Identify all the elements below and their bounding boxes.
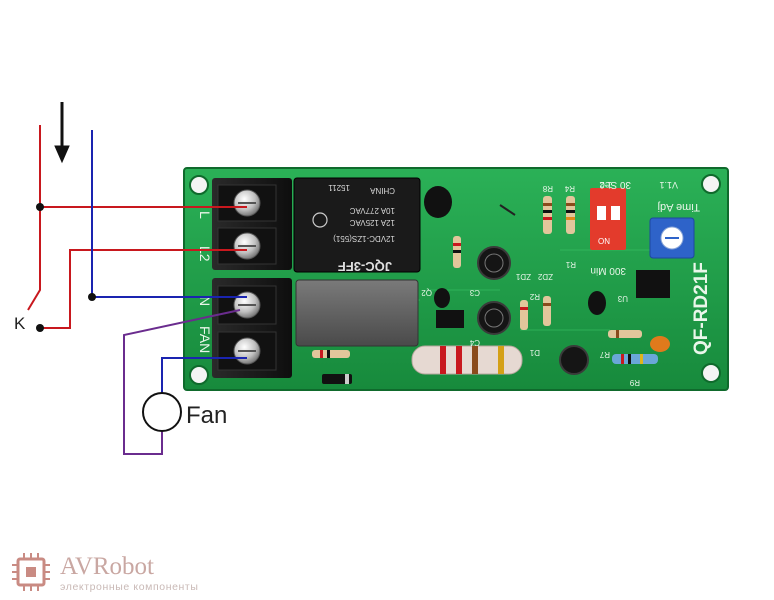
terminal-label-fan: FAN: [197, 326, 213, 353]
ref-r8: R8: [542, 184, 553, 193]
time-sec-label: 30 Sec: [600, 179, 631, 190]
ref-r7: R7: [599, 350, 610, 359]
ref-u3: U3: [617, 294, 628, 303]
brand-text: AVRobot электронные компоненты: [60, 554, 198, 593]
terminal-block-bottom: [212, 278, 292, 378]
relay-secondary: [295, 279, 419, 347]
relay-main: CHINA 15211 10A 277VAC 12A 125VAC 12VDC-…: [293, 177, 421, 274]
version-label: V1.1: [659, 180, 678, 190]
diode-d1: [322, 374, 352, 384]
switch-k-blade: [27, 278, 41, 311]
resistors: [312, 196, 658, 364]
junction-dot: [36, 203, 44, 211]
ref-c4: C4: [469, 338, 480, 347]
dip-switch[interactable]: ON 1 2: [590, 180, 626, 250]
relay-coil: 12VDC-1ZS(551): [333, 234, 395, 243]
transistor-q2: [434, 288, 450, 308]
ref-d1: D1: [529, 348, 540, 357]
ref-r2: R2: [529, 292, 540, 301]
dip-numbers: 1 2: [599, 180, 612, 190]
capacitor-c4: [477, 301, 511, 335]
mounting-hole: [189, 365, 209, 385]
fan-symbol: [142, 392, 182, 432]
relay-rating-2: 12A 125VAC: [350, 218, 395, 227]
terminal-label-l: L: [197, 211, 213, 219]
terminal-label-l2: L2: [197, 246, 213, 262]
transistor-q1: [424, 186, 452, 218]
junction-dot: [36, 324, 44, 332]
transistor-q3: [588, 291, 606, 315]
terminal-label-n: N: [197, 296, 213, 306]
fan-wire-blue: [161, 357, 247, 393]
dip-on-label: ON: [598, 237, 610, 246]
relay-origin: CHINA: [369, 186, 395, 195]
ic-chip-u3: [636, 270, 670, 298]
time-potentiometer[interactable]: [649, 217, 695, 259]
capacitor-c5: [559, 345, 589, 375]
terminal-block-top: [212, 178, 292, 270]
relay-rating-1: 10A 277VAC: [350, 206, 395, 215]
ic-chip-ic2: [436, 310, 464, 328]
time-adj-label: Time Adj: [658, 201, 700, 213]
mounting-hole: [189, 175, 209, 195]
mounting-hole: [701, 174, 721, 194]
model-label: QF-RD21F: [691, 262, 712, 355]
ref-c3: C3: [469, 288, 480, 297]
ref-zd2: ZD2: [537, 272, 553, 281]
relay-brand: JQC-3FF: [338, 259, 392, 274]
ref-zd1: ZD1: [515, 272, 531, 281]
brand-name: AVRobot: [60, 553, 155, 580]
junction-dot: [88, 293, 96, 301]
switch-k-label: K: [14, 314, 26, 333]
ref-q2: Q2: [421, 288, 432, 297]
brand-block: AVRobot электронные компоненты: [60, 554, 198, 593]
ref-r4: R4: [564, 184, 575, 193]
brand-tagline: электронные компоненты: [60, 581, 199, 593]
ceramic-capacitor: [650, 336, 670, 352]
relay-code: 15211: [328, 183, 350, 192]
ref-r1: R1: [565, 260, 576, 269]
ref-r9: R9: [629, 378, 640, 387]
power-resistor: [411, 345, 523, 375]
time-min-label: 300 Min: [590, 265, 626, 276]
avrobot-chip-icon: [12, 553, 50, 591]
fan-wire-purple: [123, 309, 241, 455]
mounting-hole: [701, 363, 721, 383]
capacitor-c3: [477, 246, 511, 280]
relay-logo-icon: [312, 212, 328, 228]
fan-label: Fan: [186, 402, 228, 429]
